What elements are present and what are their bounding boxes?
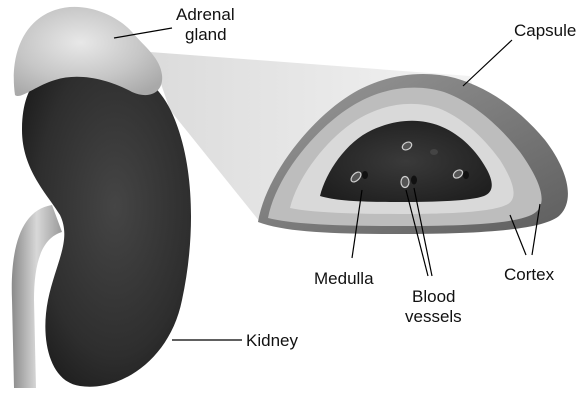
label-medulla: Medulla xyxy=(314,269,374,288)
blood-vessel xyxy=(463,171,469,179)
label-blood-vessels-line1: Blood xyxy=(412,287,455,306)
blood-vessel xyxy=(362,171,368,179)
blood-vessel xyxy=(401,177,409,188)
blood-vessel xyxy=(430,149,438,155)
label-cortex: Cortex xyxy=(504,265,555,284)
label-blood-vessels-line2: vessels xyxy=(405,307,462,326)
leader-capsule xyxy=(463,40,512,86)
label-adrenal-gland-line2: gland xyxy=(185,25,227,44)
blood-vessel xyxy=(411,176,417,185)
label-kidney: Kidney xyxy=(246,331,298,350)
label-capsule: Capsule xyxy=(514,21,576,40)
label-adrenal-gland-line1: Adrenal xyxy=(176,5,235,24)
